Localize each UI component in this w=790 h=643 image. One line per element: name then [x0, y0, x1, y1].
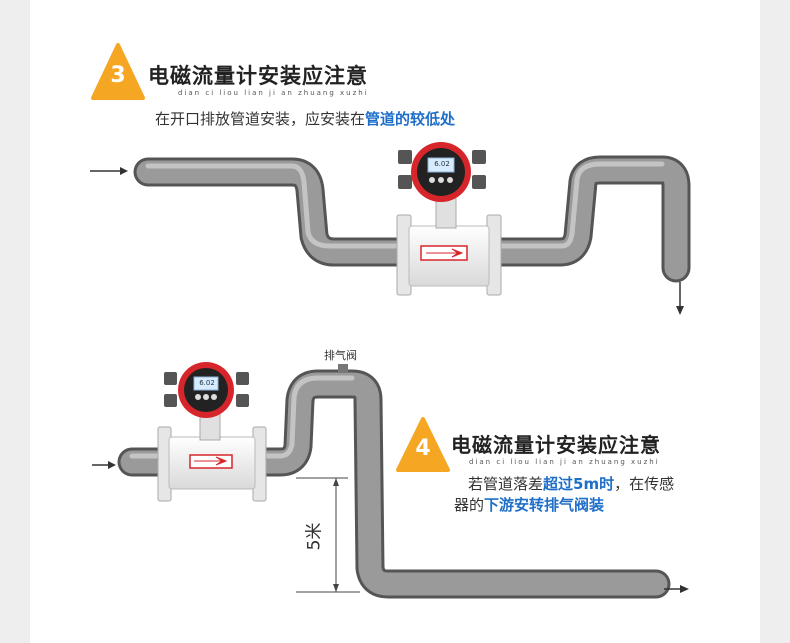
step-3-badge — [91, 43, 145, 100]
step-4-number: 4 — [415, 436, 431, 461]
section-3-note: 在开口排放管道安装，应安装在管道的较低处 — [155, 108, 455, 129]
flow-arrow-in-3 — [90, 167, 128, 175]
flow-arrow-out-3 — [676, 282, 684, 315]
section-4-note-line-1-tail: ，在传感 — [614, 475, 675, 493]
meter-3-display: 6.02 — [434, 160, 450, 168]
section-3-note-text: 在开口排放管道安装，应安装在 — [155, 110, 366, 128]
section-4-note-line-2-text: 器的 — [454, 496, 485, 514]
distance-label: 5米 — [304, 522, 325, 551]
step-3-number: 3 — [110, 63, 126, 88]
section-4-note-line-2-highlight: 下游安转排气阀装 — [484, 496, 605, 514]
section-3-pinyin: dian ci liou lian ji an zhuang xuzhi — [178, 89, 369, 97]
right-margin — [760, 0, 790, 643]
meter-4-display: 6.02 — [199, 379, 215, 387]
vent-valve-label: 排气阀 — [324, 349, 357, 362]
section-4-note-line-1-text: 若管道落差 — [468, 475, 544, 493]
section-4-title: 电磁流量计安装应注意 — [451, 433, 661, 457]
flow-arrow-in-4 — [92, 461, 116, 469]
section-4-note-line-2: 器的下游安转排气阀装 — [454, 494, 604, 515]
pipe-section-4 — [117, 364, 671, 599]
section-4-note-line-1-highlight: 超过5m时 — [543, 475, 615, 493]
section-3-note-highlight: 管道的较低处 — [365, 110, 456, 128]
step-4-badge — [396, 417, 450, 472]
flowmeter-3 — [396, 142, 502, 296]
section-4-note-line-1: 若管道落差超过5m时，在传感 — [468, 473, 674, 494]
section-3-title: 电磁流量计安装应注意 — [148, 64, 368, 88]
flow-arrow-out-4 — [664, 585, 689, 593]
flowmeter-4 — [157, 362, 267, 502]
section-4-pinyin: dian ci liou lian ji an zhuang xuzhi — [469, 458, 660, 466]
left-margin — [0, 0, 30, 643]
distance-marker — [296, 477, 360, 593]
